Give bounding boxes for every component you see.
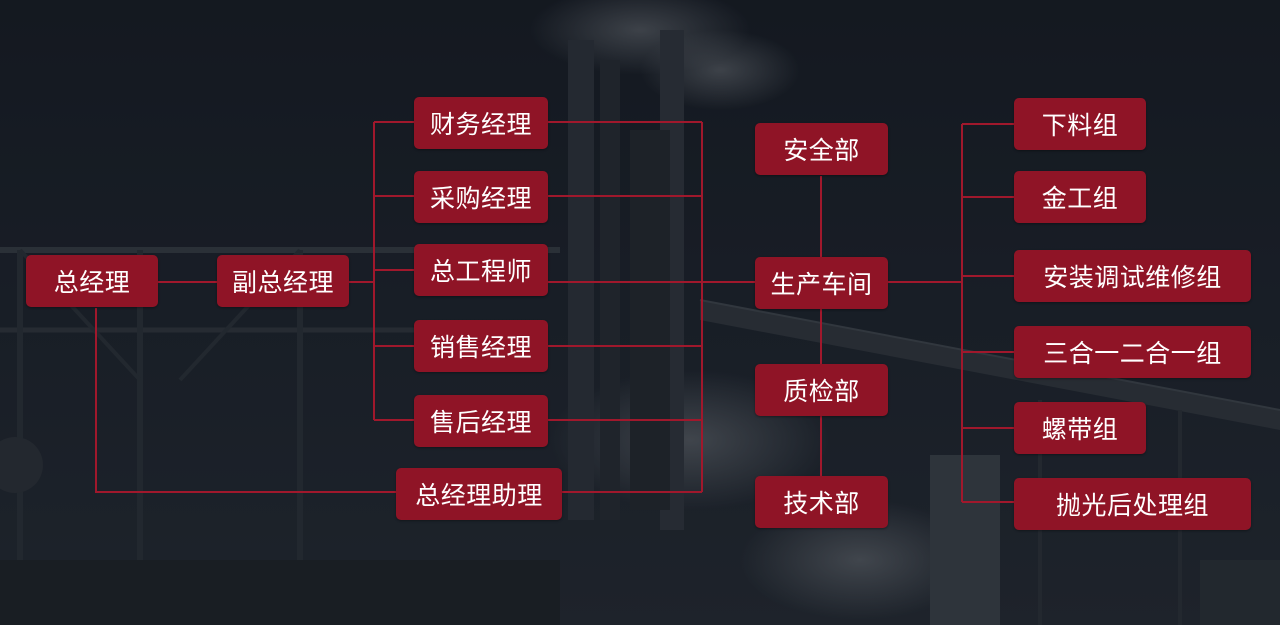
node-quality-dept: 质检部 <box>755 364 888 416</box>
node-production-workshop: 生产车间 <box>755 257 888 309</box>
node-safety-dept: 安全部 <box>755 123 888 175</box>
node-group-installation: 安装调试维修组 <box>1014 250 1251 302</box>
node-group-metalwork: 金工组 <box>1014 171 1146 223</box>
node-purchasing-manager: 采购经理 <box>414 171 548 223</box>
node-group-ribbon: 螺带组 <box>1014 402 1146 454</box>
node-after-sales-manager: 售后经理 <box>414 395 548 447</box>
node-gm-assistant: 总经理助理 <box>396 468 562 520</box>
node-technical-dept: 技术部 <box>755 476 888 528</box>
node-chief-engineer: 总工程师 <box>414 244 548 296</box>
node-group-polishing: 抛光后处理组 <box>1014 478 1251 530</box>
node-sales-manager: 销售经理 <box>414 320 548 372</box>
node-general-manager: 总经理 <box>26 255 158 307</box>
node-deputy-general-manager: 副总经理 <box>217 255 349 307</box>
node-group-combined: 三合一二合一组 <box>1014 326 1251 378</box>
node-finance-manager: 财务经理 <box>414 97 548 149</box>
node-group-cutting: 下料组 <box>1014 98 1146 150</box>
